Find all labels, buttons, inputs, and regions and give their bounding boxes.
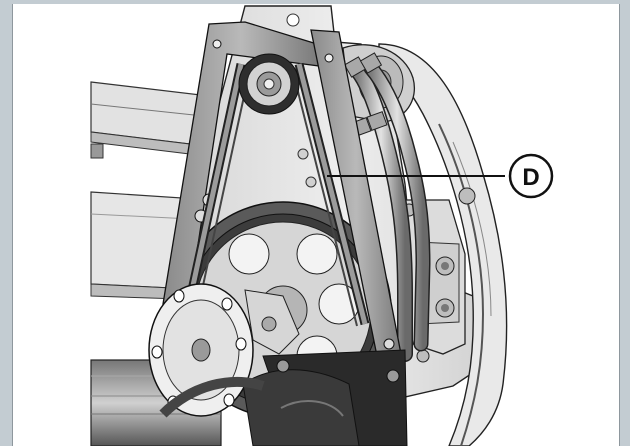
callout-d: D: [327, 153, 554, 199]
idler-pulley: [238, 53, 300, 115]
callout-d-label: D: [522, 164, 539, 191]
hydraulic-hoses: [343, 52, 431, 362]
belt-drive-drawing: D: [90, 5, 554, 446]
lower-guard: [159, 349, 408, 446]
technical-illustration: D: [12, 4, 620, 446]
curved-shield: [378, 43, 508, 446]
drive-belts: [184, 62, 370, 327]
